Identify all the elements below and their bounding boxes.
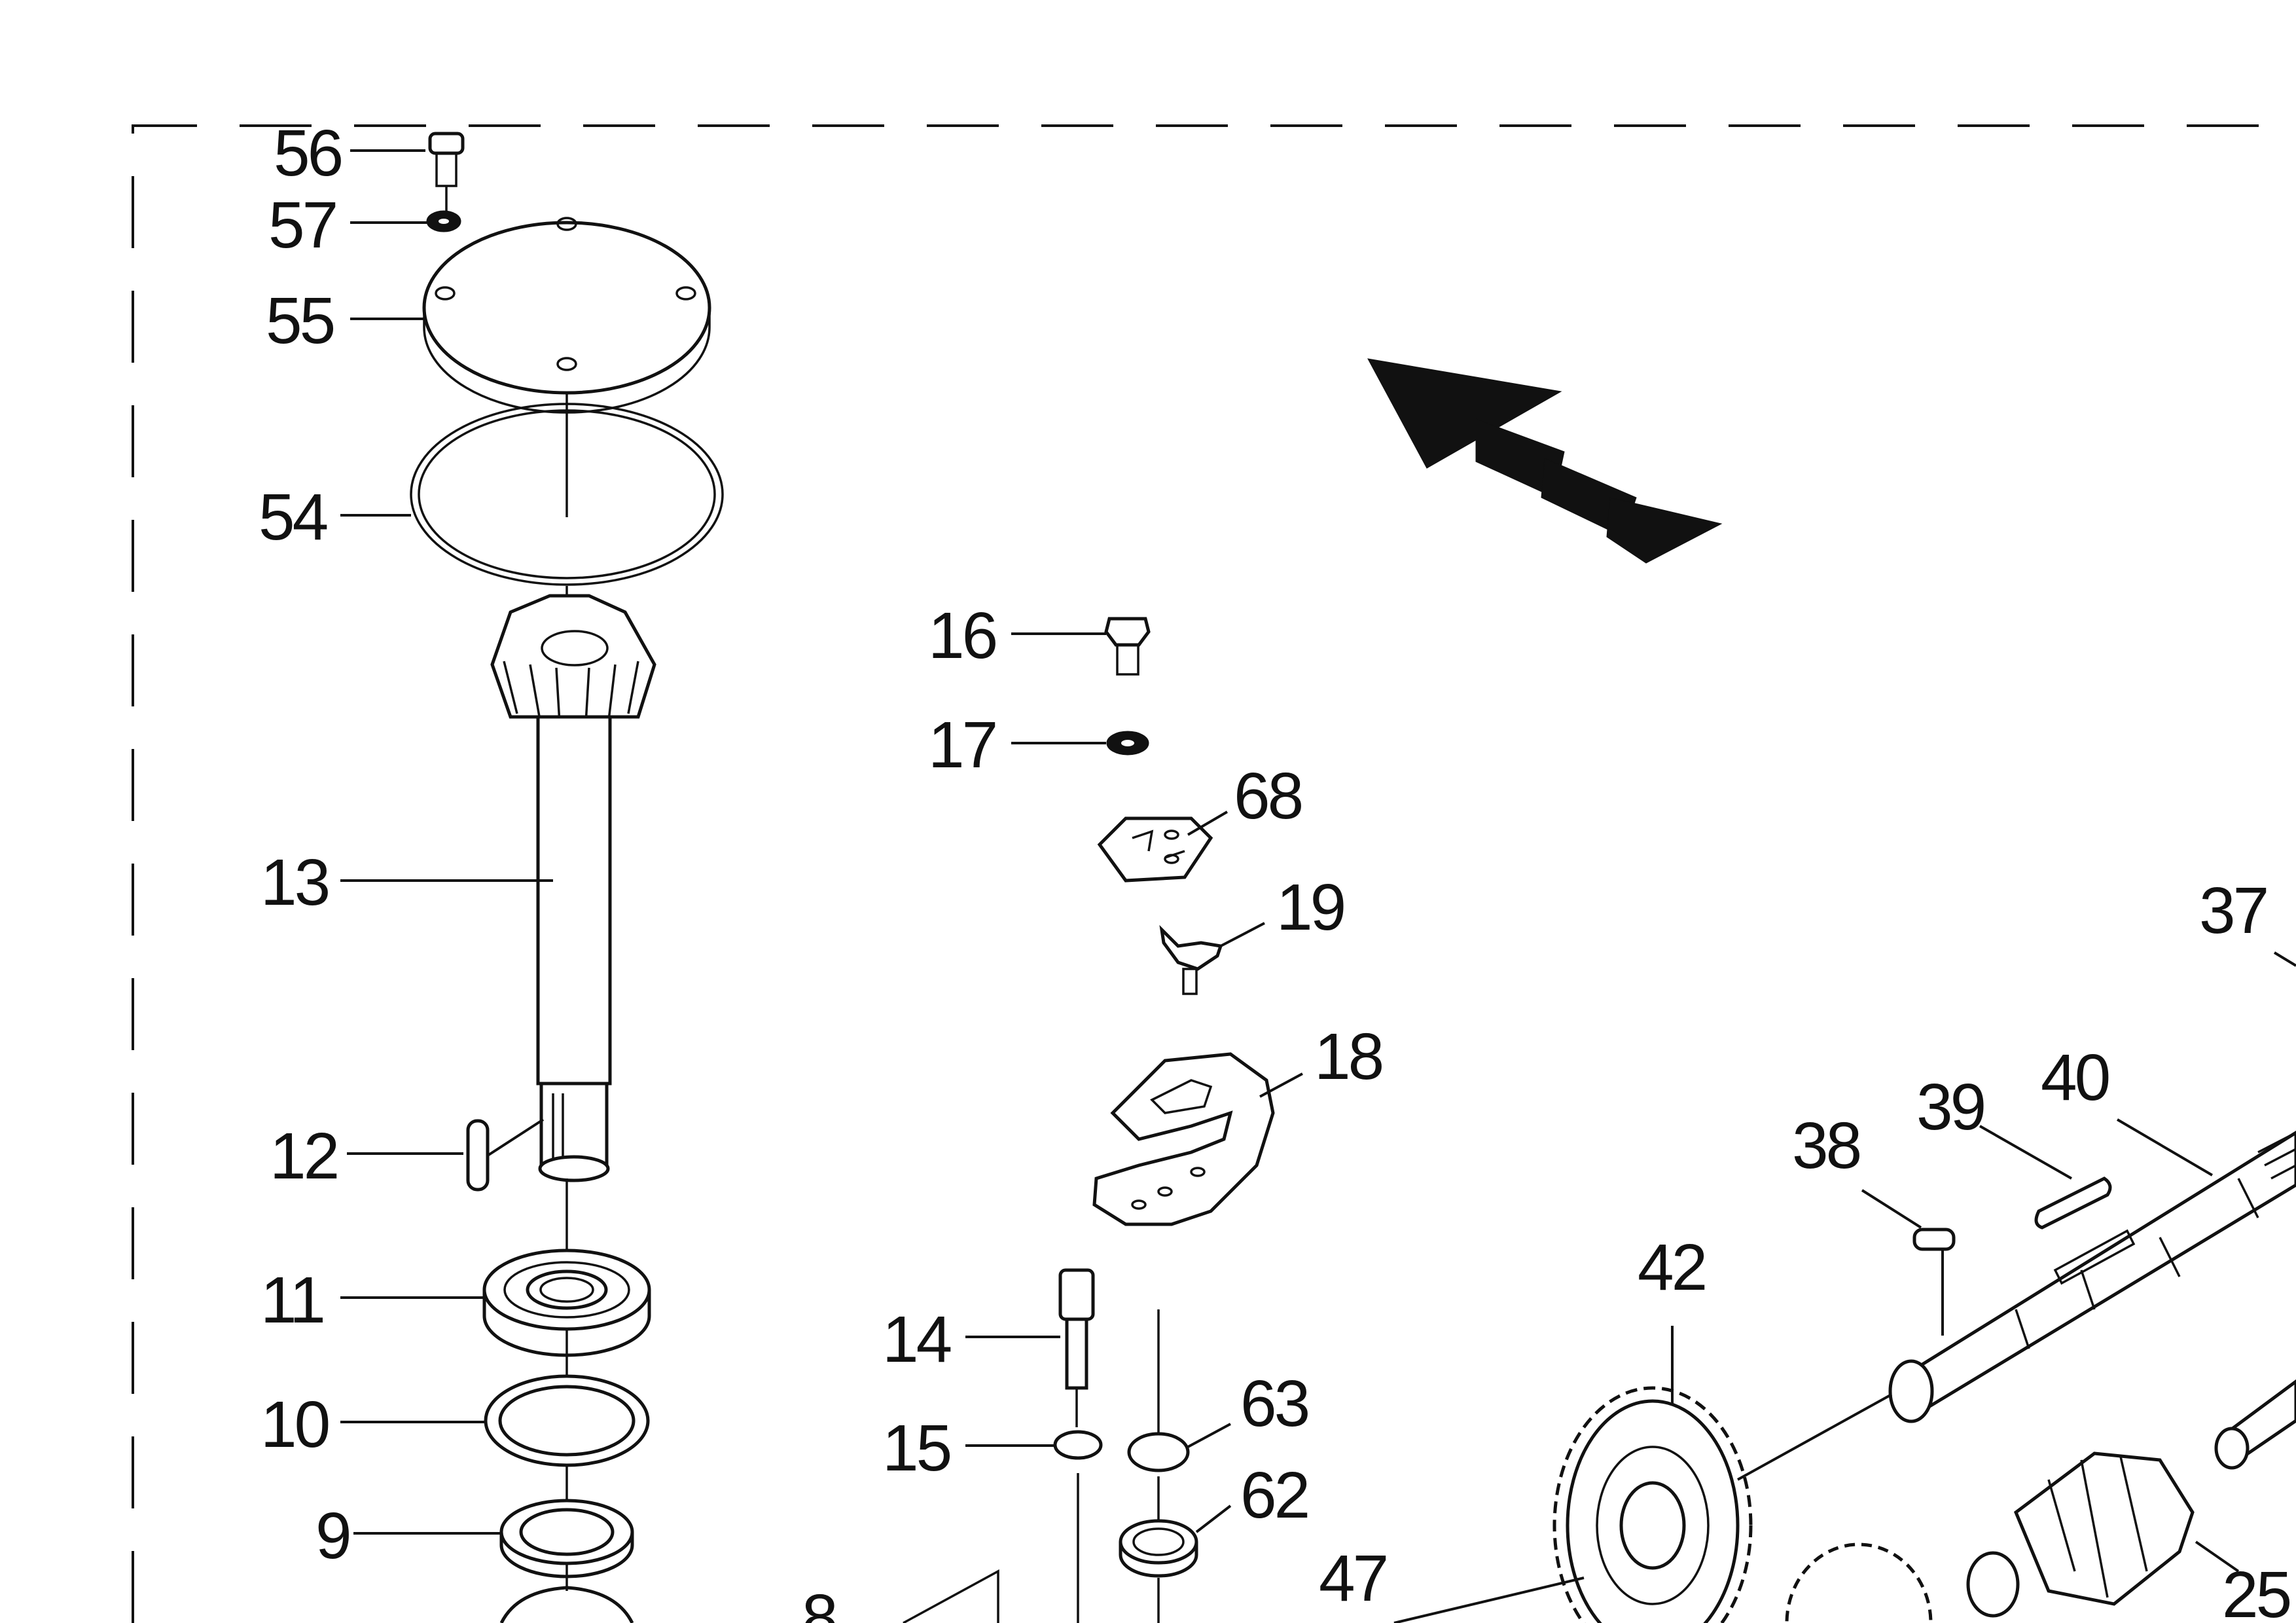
label-54: 54 [259, 481, 327, 554]
label-13: 13 [260, 846, 329, 919]
part-16-bolt [1104, 617, 1151, 676]
part-lower-partial [499, 1586, 634, 1623]
label-19: 19 [1276, 871, 1344, 944]
part-number-labels: 56 57 55 54 13 12 11 10 9 8 16 17 68 19 … [259, 117, 2293, 1623]
part-54-o-ring [410, 393, 724, 586]
label-15: 15 [882, 1412, 950, 1485]
label-10: 10 [260, 1388, 329, 1461]
label-37: 37 [2199, 874, 2267, 947]
part-18-bracket [1092, 1052, 1275, 1226]
part-57-washer [426, 210, 461, 232]
label-56: 56 [274, 117, 342, 190]
part-63-snap-ring [1127, 1309, 1190, 1472]
part-25-coupling [1966, 1451, 2195, 1618]
part-11-bearing [482, 1249, 651, 1357]
part-10-shim-ring [484, 1374, 650, 1467]
label-47: 47 [1319, 1542, 1386, 1615]
part-42-gear [1552, 1386, 1753, 1623]
part-13-bevel-gear-shaft [490, 594, 656, 1182]
label-18: 18 [1314, 1020, 1382, 1093]
label-9: 9 [315, 1499, 350, 1573]
direction-arrow-icon [1367, 358, 1723, 564]
label-68: 68 [1234, 759, 1302, 833]
part-62-ring [1119, 1476, 1198, 1623]
label-8: 8 [802, 1581, 836, 1623]
part-56-bolt [428, 132, 465, 216]
part-8-partial [903, 1569, 999, 1623]
part-second-shaft [2214, 1379, 2296, 1470]
part-17-washer [1106, 731, 1149, 756]
leader-lines [340, 149, 2296, 1623]
part-9-seal [499, 1499, 634, 1578]
label-57: 57 [268, 189, 336, 262]
part-38-key [1912, 1228, 1956, 1251]
label-39: 39 [1916, 1070, 1984, 1144]
part-19-wing-nut [1159, 924, 1223, 995]
part-gear-secondary [1785, 1542, 1933, 1623]
label-14: 14 [882, 1303, 951, 1376]
part-39-key [2034, 1176, 2112, 1230]
label-12: 12 [270, 1120, 337, 1193]
part-55-cover-plate [422, 217, 711, 414]
label-11: 11 [260, 1264, 323, 1337]
label-62: 62 [1240, 1459, 1308, 1532]
part-40-main-shaft [1888, 1131, 2296, 1423]
label-38: 38 [1792, 1109, 1860, 1182]
part-15-washer [1053, 1430, 1103, 1623]
label-17: 17 [928, 708, 996, 782]
label-63: 63 [1240, 1367, 1308, 1440]
dashed-frame-border [132, 124, 2296, 1623]
part-12-key [466, 1119, 490, 1192]
label-40: 40 [2041, 1041, 2109, 1114]
label-25: 25 [2222, 1558, 2290, 1623]
label-42: 42 [1638, 1231, 1705, 1304]
part-14-breather [1058, 1268, 1095, 1427]
label-55: 55 [266, 284, 334, 357]
label-16: 16 [928, 599, 996, 672]
part-68-plate [1097, 816, 1213, 883]
